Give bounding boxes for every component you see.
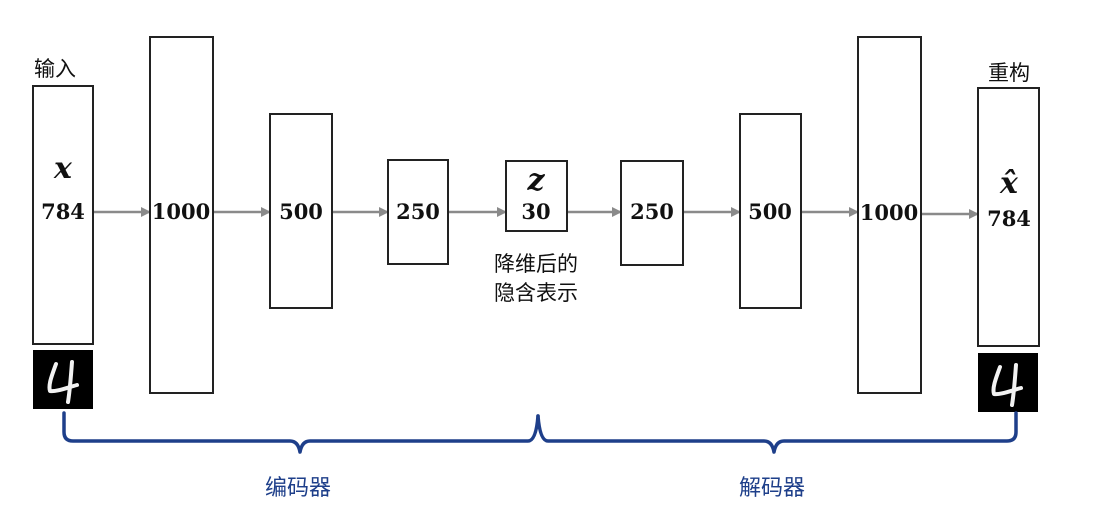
layer-size: 250: [630, 199, 674, 224]
latent-variable: z: [526, 163, 545, 198]
decoder-label: 解码器: [739, 476, 805, 501]
layer-box: [977, 87, 1040, 347]
layer-output: x̂ 784: [977, 87, 1040, 347]
layer-box: [387, 159, 449, 265]
layer-box: [739, 113, 802, 309]
layer-box: [32, 85, 94, 345]
layer-decoder-1000: 1000: [857, 36, 922, 394]
encoder-label: 编码器: [265, 476, 331, 501]
layer-size: 1000: [860, 200, 918, 225]
layer-input: x 784: [32, 85, 94, 345]
digit-stroke-left: [991, 365, 1023, 397]
layer-decoder-250: 250: [620, 160, 684, 266]
layer-size: 784: [41, 199, 85, 224]
digit-background: [33, 350, 93, 409]
layer-box: [620, 160, 684, 266]
layer-size: 500: [748, 199, 792, 224]
latent-caption-line2: 隐含表示: [494, 281, 578, 305]
output-label: 重构: [988, 61, 1030, 85]
layer-box: [505, 160, 568, 232]
digit-stroke-right: [1010, 363, 1018, 407]
layer-encoder-500: 500: [269, 113, 333, 309]
layer-size: 784: [987, 206, 1031, 231]
layer-size: 1000: [152, 199, 210, 224]
layer-size: 250: [396, 199, 440, 224]
digit-background: [978, 353, 1038, 412]
layer-box: [269, 113, 333, 309]
layer-size: 30: [521, 199, 550, 224]
layer-encoder-1000: 1000: [149, 36, 214, 394]
encoder-brace: [62, 411, 540, 454]
layer-size: 500: [279, 199, 323, 224]
latent-caption-line1: 降维后的: [494, 252, 578, 276]
decoder-brace: [536, 411, 1018, 454]
layer-latent: z 30 降维后的 隐含表示: [494, 160, 578, 305]
layer-encoder-250: 250: [387, 159, 449, 265]
digit-stroke-left: [47, 362, 79, 394]
input-digit-image: [33, 350, 93, 409]
input-variable: x: [53, 151, 73, 186]
input-label: 输入: [34, 57, 76, 81]
layer-box: [857, 36, 922, 394]
digit-stroke-right: [66, 360, 74, 404]
connection-arrows: [93, 207, 979, 219]
layer-box: [149, 36, 214, 394]
output-digit-image: [978, 353, 1038, 412]
layer-decoder-500: 500: [739, 113, 802, 309]
output-variable: x̂: [999, 166, 1019, 201]
